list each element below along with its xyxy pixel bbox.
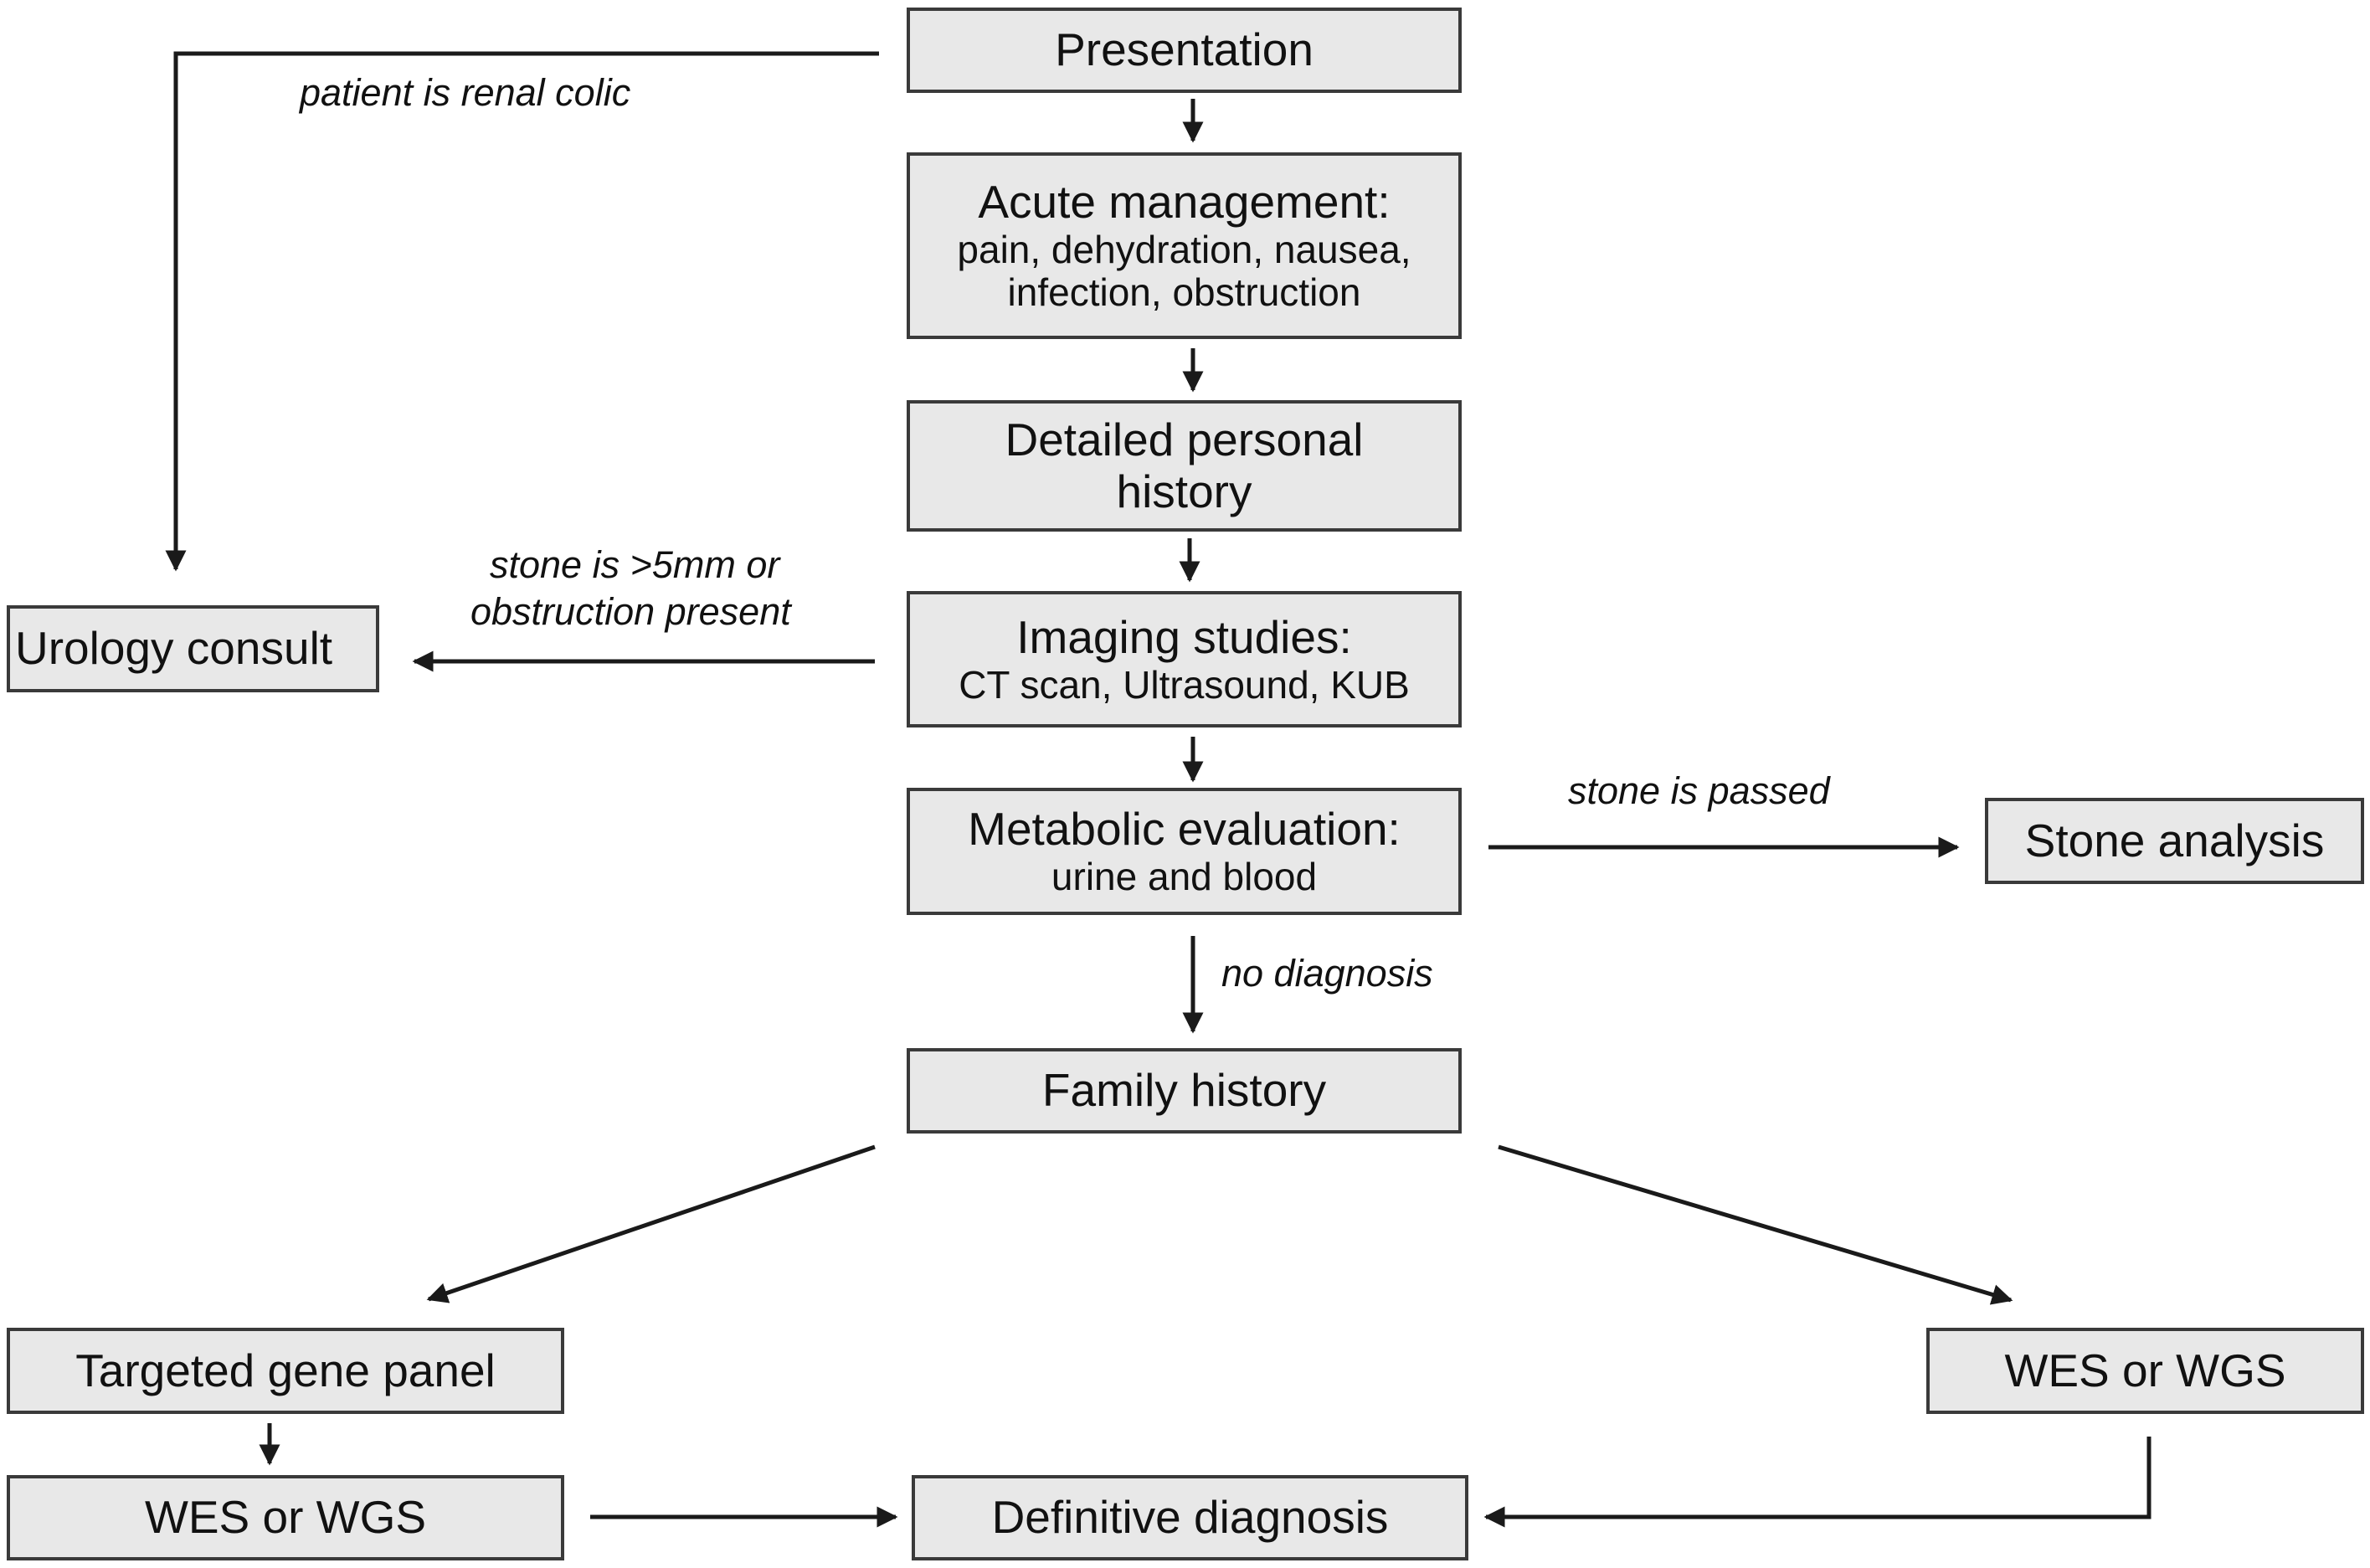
node-acute-management: Acute management: pain, dehydration, nau… [907,152,1462,339]
arrow-wes-right-to-definitive [1483,1437,2152,1528]
label-renal-colic: patient is renal colic [300,71,631,114]
node-personal-history: Detailed personal history [907,400,1462,532]
node-wes-wgs-right: WES or WGS [1926,1328,2364,1414]
arrow-presentation-to-urology [165,51,879,572]
arrow-family-to-wes-right [1498,1144,2013,1305]
node-metabolic-evaluation: Metabolic evaluation: urine and blood [907,788,1462,915]
node-acute-detail-2: infection, obstruction [1007,270,1361,315]
label-stone-passed: stone is passed [1568,769,1830,812]
node-presentation: Presentation [907,8,1462,93]
label-no-diagnosis: no diagnosis [1221,952,1433,995]
node-stone-analysis-title: Stone analysis [2024,814,2325,866]
node-stone-analysis: Stone analysis [1985,798,2364,884]
label-stone-size-line-1: stone is >5mm or [490,543,780,586]
node-imaging-studies: Imaging studies: CT scan, Ultrasound, KU… [907,591,1462,727]
node-acute-detail-1: pain, dehydration, nausea, [957,227,1411,271]
node-wes-left-title: WES or WGS [144,1491,427,1544]
node-wes-right-title: WES or WGS [2004,1344,2286,1396]
node-history-line-1: Detailed personal [1005,413,1364,465]
node-family-history: Family history [907,1048,1462,1134]
node-definitive-title: Definitive diagnosis [991,1491,1389,1544]
node-acute-title: Acute management: [978,176,1391,229]
node-urology-consult: Urology consult [7,605,379,692]
node-definitive-diagnosis: Definitive diagnosis [912,1475,1468,1560]
node-wes-wgs-left: WES or WGS [7,1475,564,1560]
node-targeted-gene-panel: Targeted gene panel [7,1328,564,1414]
arrow-family-to-gene-panel [426,1144,876,1303]
node-metabolic-detail: urine and blood [1051,855,1318,899]
node-presentation-title: Presentation [1055,23,1314,76]
node-family-title: Family history [1041,1064,1327,1117]
node-gene-panel-title: Targeted gene panel [75,1344,496,1396]
node-history-line-2: history [1116,465,1252,517]
label-stone-size-line-2: obstruction present [470,590,791,633]
node-urology-title: Urology consult [15,622,333,675]
node-imaging-title: Imaging studies: [1016,610,1352,663]
node-imaging-detail: CT scan, Ultrasound, KUB [959,662,1410,707]
node-metabolic-title: Metabolic evaluation: [968,803,1401,856]
